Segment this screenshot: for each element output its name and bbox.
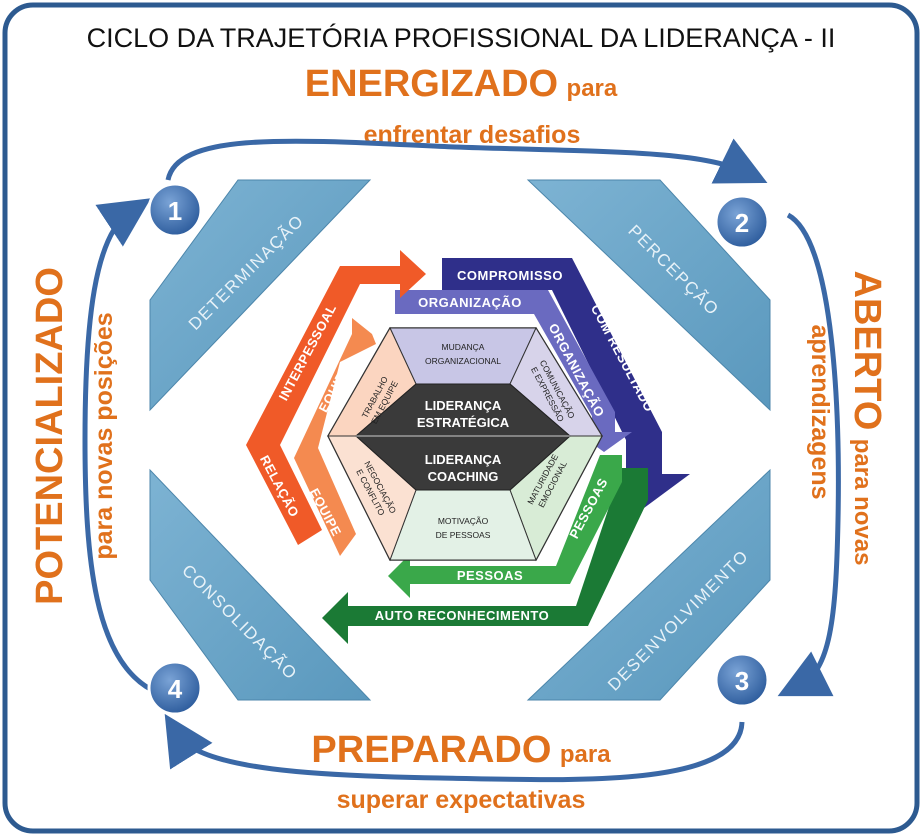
arrow-auto-reconhecimento-label: AUTO RECONHECIMENTO [375,608,549,623]
step-number-4: 4 [168,674,183,704]
arrow-auto-reconhecimento [322,468,648,644]
phase-bottom-big: PREPARADO [311,729,551,771]
hex-bottom-label-2: DE PESSOAS [436,530,491,540]
phase-bottom-line2: superar expectativas [337,786,586,814]
banner-top-right [526,179,771,412]
central-hexagon [327,326,603,562]
arrow-pessoas [388,455,622,598]
phase-right-heading: ABERTO para novas [846,271,888,566]
hex-bottom-label-1: MOTIVAÇÃO [438,516,489,526]
step-number-1: 1 [168,196,182,226]
hex-center-top-label-1: LIDERANÇA [425,398,502,413]
step-circle-3: 3 [714,652,770,708]
phase-right-big: ABERTO [846,271,888,431]
arrow-pessoas-bottom-label: PESSOAS [457,568,523,583]
phase-top-big: ENERGIZADO [305,63,558,105]
arrow-interpessoal [246,250,426,545]
phase-left-line2: para novas posições [90,312,118,559]
phase-top-small: para [567,75,618,102]
phase-left-line2-group: para novas posições [90,312,118,559]
banner-bottom-right [526,468,771,701]
cycle-arrow-3-to-4 [164,713,745,783]
hex-center-top-label-2: ESTRATÉGICA [417,415,510,430]
step-circle-4: 4 [147,660,203,716]
phase-left-heading-group: POTENCIALIZADO [29,267,71,605]
arrow-equipe [294,318,376,556]
step-circle-2: 2 [714,194,770,250]
arrow-compromisso [442,258,690,508]
phase-bottom-heading: PREPARADO para [311,729,611,771]
phase-bottom-small: para [560,741,611,768]
arrow-organizacao-top-label: ORGANIZAÇÃO [418,295,522,310]
cycle-arrow-4-to-1 [82,198,154,693]
phase-left-big: POTENCIALIZADO [29,267,71,605]
step-number-3: 3 [735,666,749,696]
arrow-compromisso-label: COMPROMISSO [457,268,563,283]
hex-top-label-2: ORGANIZACIONAL [425,356,501,366]
phase-top-heading: ENERGIZADO para [305,63,618,105]
hex-center-bottom-label-2: COACHING [428,469,499,484]
step-circle-1: 1 [147,182,203,238]
phase-right-small: para novas [849,439,876,566]
banner-top-left [149,179,372,412]
hex-center-bottom-label-1: LIDERANÇA [425,452,502,467]
arrow-organizacao [395,290,632,452]
cycle-arrow-1-to-2 [165,138,768,184]
svg-text:ABERTO para novas: ABERTO para novas [846,271,888,566]
step-number-2: 2 [735,208,749,238]
phase-right-line2: aprendizagens [806,324,834,499]
phase-right-line2-group: aprendizagens [806,324,834,499]
hex-top-label-1: MUDANÇA [442,342,485,352]
banner-bottom-left [149,468,372,701]
diagram-title: CICLO DA TRAJETÓRIA PROFISSIONAL DA LIDE… [87,22,836,53]
cycle-arrow-2-to-3 [777,212,841,697]
